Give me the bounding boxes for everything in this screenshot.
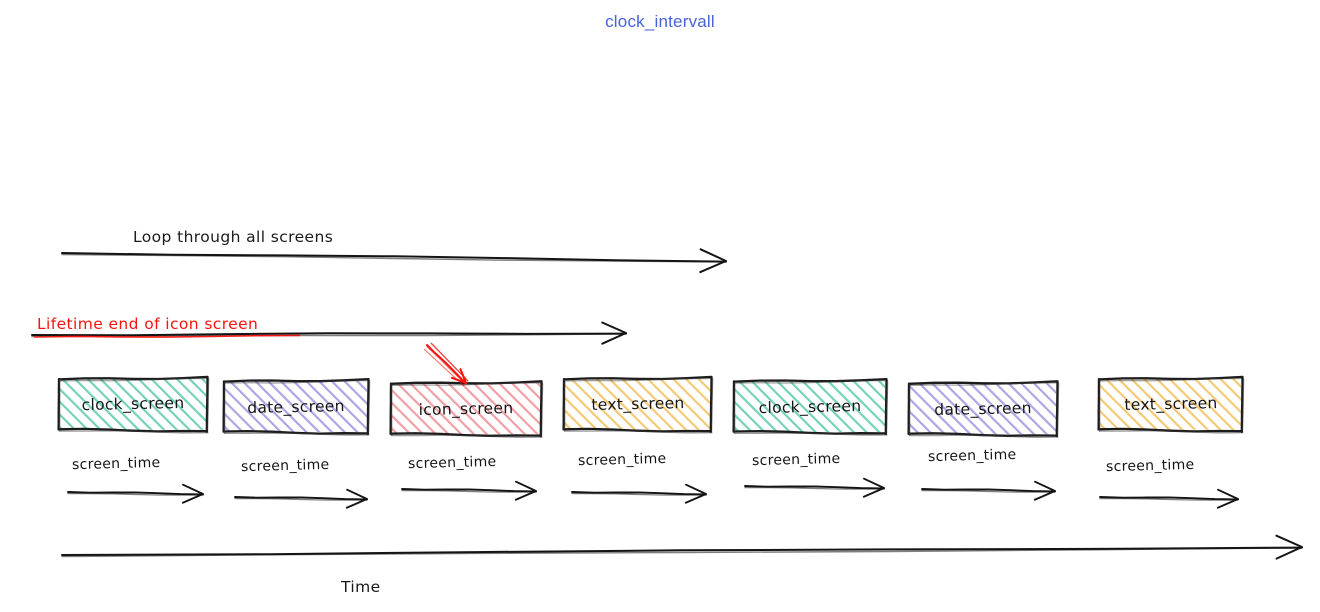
screen-box-label: text_screen <box>590 394 685 415</box>
screen-time-label: screen_time <box>927 446 1017 466</box>
screen-box-label: text_screen <box>1123 394 1218 415</box>
screen-box-label: clock_screen <box>758 396 862 417</box>
time-axis-label: Time <box>341 578 381 596</box>
lifetime-arrow-label: Lifetime end of icon screen <box>37 315 259 333</box>
page-title: clock_intervall <box>605 12 715 31</box>
screen-time-label: screen_time <box>71 454 161 474</box>
screen-box-label: icon_screen <box>418 398 514 419</box>
screen-box-label: date_screen <box>247 396 345 417</box>
screen-time-label: screen_time <box>1105 456 1195 476</box>
screen-time-label: screen_time <box>751 450 841 470</box>
screen-time-label: screen_time <box>407 453 497 473</box>
screen-time-label: screen_time <box>240 456 330 476</box>
screen-box-label: date_screen <box>934 398 1032 419</box>
loop-arrow-label: Loop through all screens <box>133 228 334 246</box>
screen-time-label: screen_time <box>577 450 667 470</box>
screen-box-label: clock_screen <box>81 394 185 415</box>
